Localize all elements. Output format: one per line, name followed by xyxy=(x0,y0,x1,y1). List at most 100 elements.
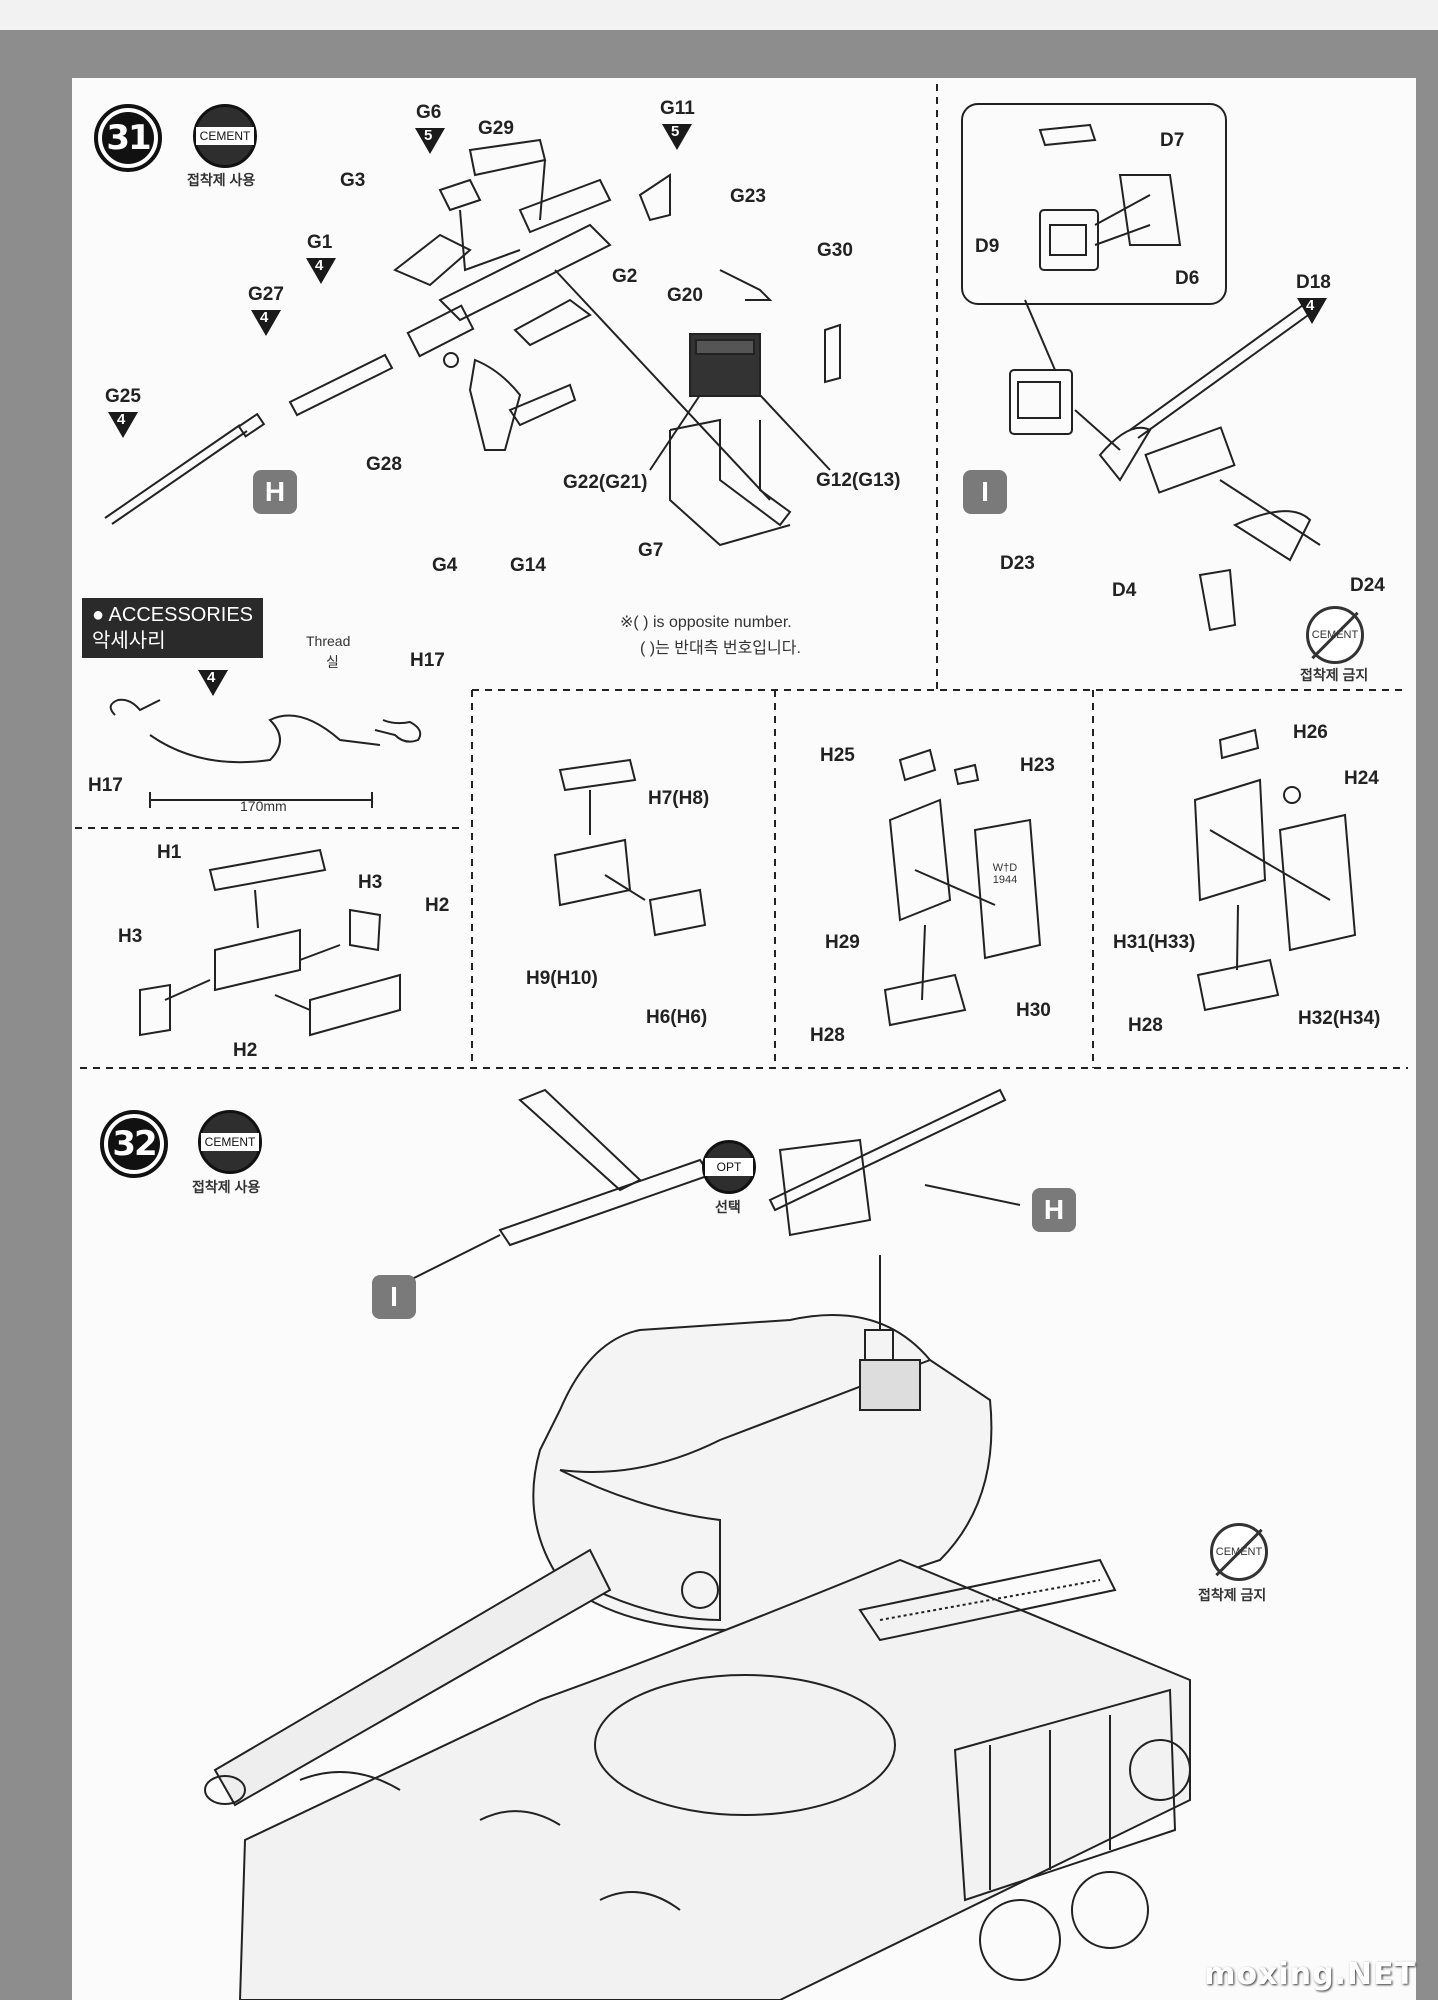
label-g3: G3 xyxy=(340,170,366,191)
label-h2-right: H2 xyxy=(425,895,450,916)
assembly-h-badge-32: H xyxy=(1032,1188,1076,1232)
scan-top-edge xyxy=(0,0,1438,30)
tri-value-g11: 5 xyxy=(671,123,680,140)
label-d23: D23 xyxy=(1000,553,1035,574)
label-d18: D18 xyxy=(1296,272,1331,293)
h1-parts xyxy=(139,848,401,1037)
label-thread: Thread xyxy=(306,633,351,649)
label-h17-left: H17 xyxy=(88,775,123,796)
thickness-marker-g27: 4 xyxy=(251,309,281,336)
label-g6: G6 xyxy=(416,102,442,123)
assembly-h-badge: H xyxy=(253,470,297,514)
accessories-title: ● ACCESSORIES xyxy=(92,604,254,626)
label-h23: H23 xyxy=(1020,755,1055,776)
accessory-hooks-and-thread xyxy=(109,698,422,808)
h7-parts xyxy=(553,758,707,937)
opt-label: OPT xyxy=(705,1158,753,1176)
label-g27: G27 xyxy=(248,284,284,305)
label-d4: D4 xyxy=(1112,580,1137,601)
thickness-marker-g25: 4 xyxy=(108,411,138,438)
h26-jerrycan-parts xyxy=(1193,728,1357,1012)
cement-use-text-32: 접착제 사용 xyxy=(192,1179,261,1195)
h25-jerrycan-parts xyxy=(883,748,1042,1027)
no-cement-text-32: 접착제 금지 xyxy=(1198,1587,1267,1603)
accessories-header: ● ACCESSORIES 악세사리 xyxy=(82,598,264,658)
label-thread-kr: 실 xyxy=(326,654,339,670)
tank-turret-assembly xyxy=(204,1088,1191,2000)
no-cement-label: CEMENT xyxy=(1311,629,1359,641)
no-cement-icon: CEMENT xyxy=(1306,606,1364,664)
accessories-sub: 악세사리 xyxy=(92,630,166,652)
label-g11: G11 xyxy=(660,98,695,119)
label-g1: G1 xyxy=(307,232,333,253)
label-g12-g13: G12(G13) xyxy=(816,470,901,491)
label-d7: D7 xyxy=(1160,130,1185,151)
label-d6: D6 xyxy=(1175,268,1200,289)
no-cement-icon-32: CEMENT xyxy=(1210,1523,1268,1581)
assembly-i-badge: I xyxy=(963,470,1007,514)
tri-value-g1: 4 xyxy=(315,257,324,274)
label-h7-h8: H7(H8) xyxy=(648,788,710,809)
opt-icon: OPT xyxy=(702,1140,756,1194)
label-h2-bottom: H2 xyxy=(233,1040,258,1061)
thickness-marker-g11: 5 xyxy=(662,123,692,150)
label-g2: G2 xyxy=(612,266,638,287)
no-cement-text: 접착제 금지 xyxy=(1300,667,1369,683)
step-32-badge: 32 xyxy=(100,1110,168,1178)
opt-sub-text: 선택 xyxy=(715,1199,741,1215)
cement-use-text: 접착제 사용 xyxy=(187,172,256,188)
assembly-i-badge-32: I xyxy=(372,1275,416,1319)
cement-label: CEMENT xyxy=(196,127,254,145)
step-31-badge: 31 xyxy=(94,104,162,172)
label-g25: G25 xyxy=(105,386,141,407)
label-length: 170mm xyxy=(240,798,287,814)
thickness-marker-g1: 4 xyxy=(306,257,336,284)
label-h28-b: H28 xyxy=(1128,1015,1163,1036)
label-h32-h34: H32(H34) xyxy=(1298,1008,1381,1029)
no-cement-label-32: CEMENT xyxy=(1215,1546,1263,1558)
label-h3-left: H3 xyxy=(118,926,143,947)
label-h30: H30 xyxy=(1016,1000,1051,1021)
step-31-number: 31 xyxy=(102,112,154,164)
label-g29: G29 xyxy=(478,118,514,139)
label-h6-h6: H6(H6) xyxy=(646,1007,708,1028)
label-g28: G28 xyxy=(366,454,402,475)
label-g30: G30 xyxy=(817,240,853,261)
label-d24: D24 xyxy=(1350,575,1385,596)
tri-value-g27: 4 xyxy=(260,309,269,326)
label-h28: H28 xyxy=(810,1025,845,1046)
jerrycan-marking: W†D 1944 xyxy=(992,862,1018,886)
label-d9: D9 xyxy=(975,236,1000,257)
label-h31-h33: H31(H33) xyxy=(1113,932,1196,953)
label-h29: H29 xyxy=(825,932,860,953)
label-g20: G20 xyxy=(667,285,703,306)
tri-value-g25: 4 xyxy=(117,411,126,428)
label-h9-h10: H9(H10) xyxy=(526,968,598,989)
thickness-marker-acc: 4 xyxy=(198,669,228,696)
label-h26: H26 xyxy=(1293,722,1328,743)
tri-value-d18: 4 xyxy=(1306,297,1315,314)
tri-value-g6: 5 xyxy=(424,127,433,144)
label-h3-right: H3 xyxy=(358,872,383,893)
label-h17-right: H17 xyxy=(410,650,445,671)
label-g23: G23 xyxy=(730,186,766,207)
label-h1: H1 xyxy=(157,842,182,863)
label-g4: G4 xyxy=(432,555,458,576)
cement-icon: CEMENT xyxy=(193,104,257,168)
cement-label-32: CEMENT xyxy=(201,1133,259,1151)
machine-gun-i-exploded xyxy=(961,103,1321,632)
label-g22-g21: G22(G21) xyxy=(563,472,648,493)
label-g14: G14 xyxy=(510,555,546,576)
step-32-number: 32 xyxy=(108,1118,160,1170)
watermark: moxing.NET xyxy=(1204,1957,1416,1992)
label-h25: H25 xyxy=(820,745,855,766)
note-opposite-en: ※( ) is opposite number. xyxy=(620,614,792,631)
note-opposite-kr: ( )는 반대측 번호입니다. xyxy=(640,640,801,657)
thickness-marker-d18: 4 xyxy=(1297,297,1327,324)
thickness-marker-g6: 5 xyxy=(415,127,445,154)
cement-icon-32: CEMENT xyxy=(198,1110,262,1174)
tri-value-acc: 4 xyxy=(207,669,216,686)
label-h24: H24 xyxy=(1344,768,1379,789)
label-g7: G7 xyxy=(638,540,664,561)
